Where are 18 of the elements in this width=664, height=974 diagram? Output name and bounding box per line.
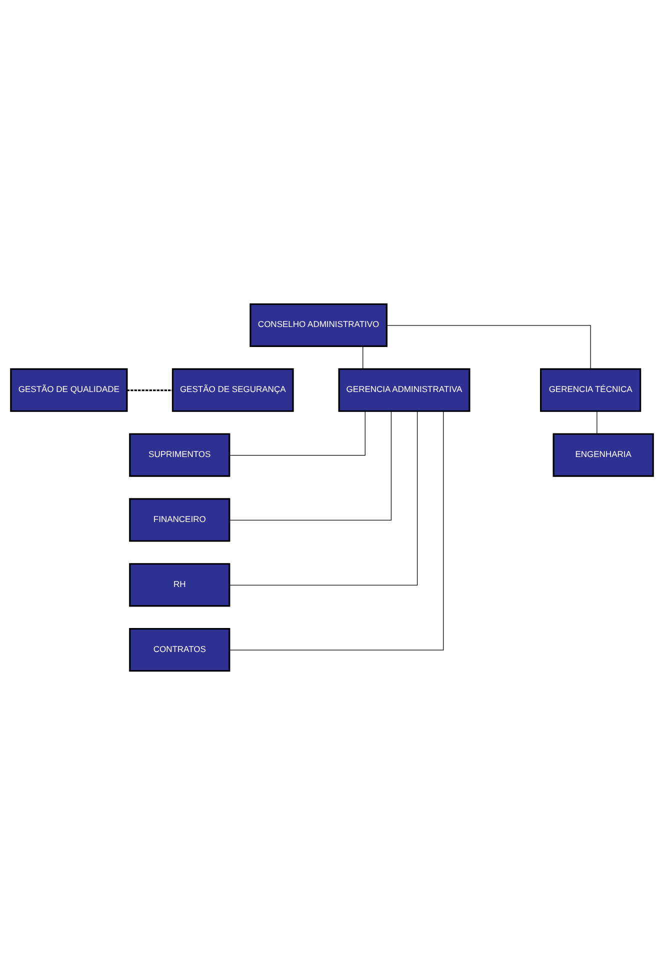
node-box: GESTÃO DE SEGURANÇA: [172, 368, 294, 412]
connector: [229, 410, 366, 456]
connector: [229, 410, 444, 650]
connector: [229, 410, 392, 520]
node-box: RH: [129, 562, 230, 606]
connector: [229, 410, 418, 585]
node-box: CONSELHO ADMINISTRATIVO: [250, 302, 388, 346]
connector: [126, 389, 173, 391]
node-box: FINANCEIRO: [129, 498, 230, 542]
node-box: GERENCIA ADMINISTRATIVA: [338, 368, 470, 412]
connector: [386, 324, 591, 369]
connector: [596, 410, 598, 434]
node-box: ENGENHARIA: [552, 432, 654, 476]
node-box: CONTRATOS: [129, 628, 230, 672]
node-box: GERENCIA TÉCNICA: [540, 368, 642, 412]
node-box: GESTÃO DE QUALIDADE: [10, 368, 128, 412]
connector: [362, 345, 364, 369]
node-box: SUPRIMENTOS: [129, 432, 230, 476]
